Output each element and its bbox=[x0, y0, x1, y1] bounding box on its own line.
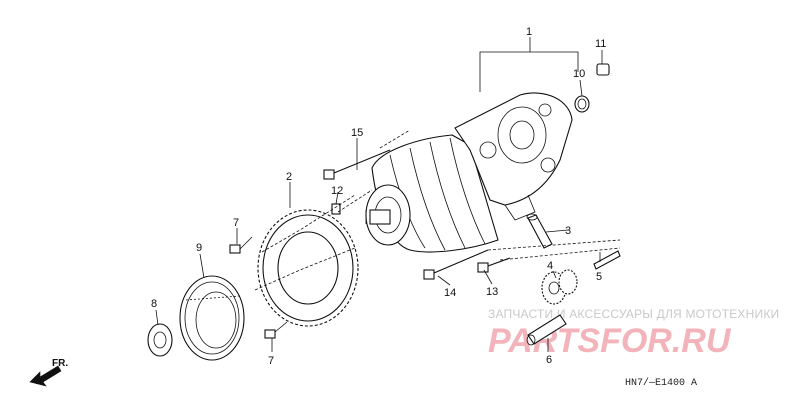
callout-11: 11 bbox=[595, 38, 606, 50]
callout-10: 10 bbox=[573, 68, 585, 80]
pin-12 bbox=[331, 203, 341, 215]
direction-label: FR. bbox=[52, 358, 68, 369]
callout-3: 3 bbox=[565, 225, 571, 237]
callout-5: 5 bbox=[596, 271, 602, 283]
callout-8: 8 bbox=[151, 298, 157, 310]
callout-7-upper: 7 bbox=[233, 217, 239, 229]
bearing-ring bbox=[179, 275, 245, 361]
bolt-7-upper bbox=[229, 236, 253, 254]
arrow-icon bbox=[29, 365, 62, 387]
callout-1: 1 bbox=[526, 26, 532, 38]
starter-motor bbox=[365, 92, 573, 253]
callout-2: 2 bbox=[286, 171, 292, 183]
callout-6: 6 bbox=[546, 354, 552, 366]
callout-13: 13 bbox=[486, 286, 498, 298]
leader-lines bbox=[155, 37, 603, 352]
pinion-6 bbox=[526, 314, 567, 346]
diagram-code: HN7/—E1400 A bbox=[625, 377, 697, 389]
shaft-3 bbox=[526, 213, 553, 249]
o-ring-10 bbox=[574, 95, 590, 113]
callout-12: 12 bbox=[331, 185, 343, 197]
callout-4: 4 bbox=[547, 260, 553, 272]
ring-gear bbox=[257, 209, 359, 327]
cap-11 bbox=[596, 63, 610, 76]
watermark-brand: PARTSFOR.RU bbox=[488, 322, 732, 360]
callout-7-lower: 7 bbox=[268, 355, 274, 367]
bolt-14 bbox=[423, 249, 489, 280]
bolt-7-lower bbox=[264, 321, 288, 339]
callout-9: 9 bbox=[196, 242, 202, 254]
small-bearing bbox=[147, 323, 173, 357]
callout-14: 14 bbox=[444, 287, 456, 299]
bolt-13 bbox=[477, 257, 511, 273]
bolt-15 bbox=[323, 149, 391, 180]
assembly-guide-lines bbox=[254, 129, 621, 291]
front-direction-arrow: FR. bbox=[29, 358, 68, 387]
callout-labels: 1 2 3 4 5 6 7 7 8 9 10 11 12 13 14 15 bbox=[151, 26, 606, 367]
shaft-5 bbox=[593, 250, 621, 270]
gear-4 bbox=[541, 269, 578, 305]
watermark-tagline: ЗАПЧАСТИ И АКСЕССУАРЫ ДЛЯ МОТОТЕХНИКИ bbox=[488, 307, 779, 321]
callout-15: 15 bbox=[351, 127, 363, 139]
